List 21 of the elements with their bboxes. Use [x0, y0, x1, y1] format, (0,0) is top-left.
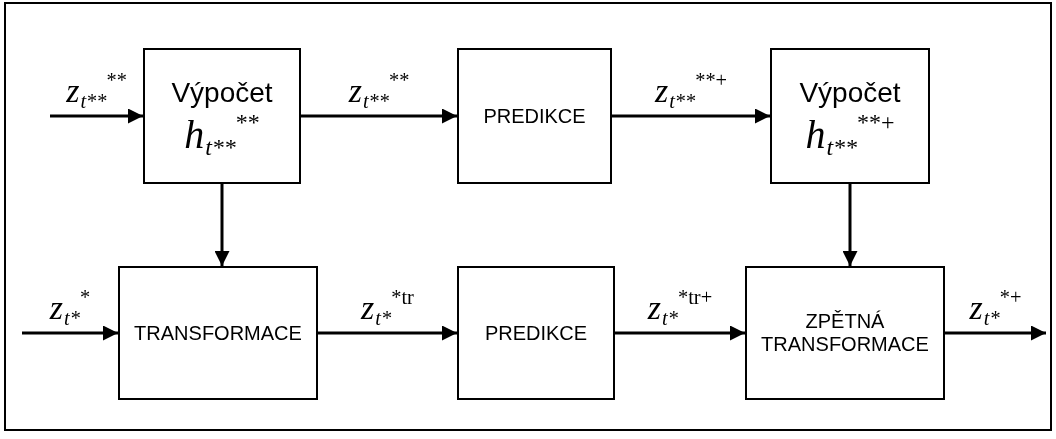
process-box — [118, 266, 318, 400]
process-box — [457, 266, 615, 400]
box-title: Výpočet — [798, 76, 902, 110]
arrow — [318, 325, 457, 341]
arrow — [301, 108, 457, 124]
arrow — [22, 325, 118, 341]
process-box — [457, 48, 612, 184]
arrow — [50, 108, 143, 124]
box-title: TRANSFORMACE — [133, 321, 303, 345]
arrow — [214, 184, 230, 266]
arrow — [945, 325, 1046, 341]
arrow — [615, 325, 745, 341]
box-title: Výpočet — [170, 76, 274, 110]
process-box — [770, 48, 930, 184]
arrow — [842, 184, 858, 266]
box-title: PREDIKCE — [482, 104, 587, 128]
arrow — [612, 108, 770, 124]
box-title: PREDIKCE — [483, 321, 589, 345]
box-title: ZPĚTNÁ TRANSFORMACE — [760, 310, 930, 356]
process-box — [745, 266, 945, 400]
process-box — [143, 48, 301, 184]
